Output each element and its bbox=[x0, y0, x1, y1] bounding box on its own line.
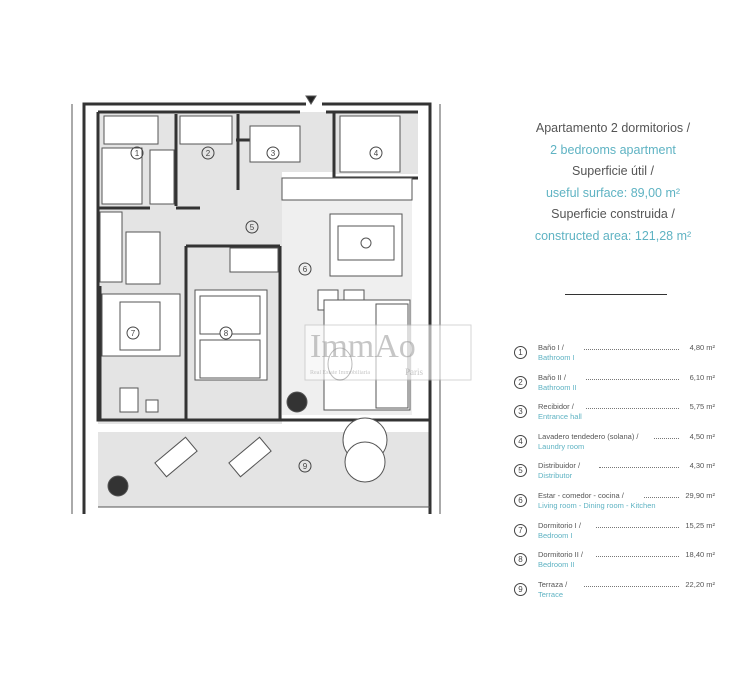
room-label-9: 9 bbox=[298, 459, 312, 473]
legend-area: 6,10 m² bbox=[689, 372, 715, 382]
legend-row: 6 Estar - comedor - cocina / 29,90 m² Livin… bbox=[514, 491, 719, 521]
legend-row: 9 Terraza / 22,20 m² Terrace bbox=[514, 580, 719, 610]
legend-row: 8 Dormitorio II / 18,40 m² Bedroom II bbox=[514, 550, 719, 580]
legend-number: 2 bbox=[514, 375, 527, 389]
room-label-8: 8 bbox=[219, 326, 233, 340]
legend-row: 5 Distribuidor / 4,30 m² Distributor bbox=[514, 461, 719, 491]
divider bbox=[565, 294, 667, 295]
title-type-es: Apartamento 2 dormitorios / bbox=[535, 121, 691, 135]
leader-dots bbox=[584, 585, 679, 587]
svg-text:1: 1 bbox=[135, 149, 140, 158]
legend-name-es: Dormitorio II / bbox=[538, 550, 584, 560]
leader-dots bbox=[586, 378, 679, 380]
leader-dots bbox=[596, 556, 679, 558]
legend-number: 5 bbox=[514, 464, 527, 478]
legend-name-es: Baño II / bbox=[538, 372, 566, 382]
useful-surface-value: useful surface: 89,00 m² bbox=[545, 185, 681, 200]
constructed-area-label-es: Superficie construida / bbox=[551, 207, 675, 221]
watermark-logo: ImmAo Real Estate Immobiliaria Paris bbox=[304, 324, 472, 381]
watermark-sub: Real Estate Immobiliaria bbox=[310, 370, 370, 376]
legend-name-en: Bathroom I bbox=[538, 353, 575, 362]
leader-dots bbox=[599, 467, 679, 469]
leader-dots bbox=[584, 349, 679, 350]
entrance-arrow-icon bbox=[305, 95, 317, 105]
legend-number: 3 bbox=[514, 405, 527, 419]
legend-name-es: Terraza / bbox=[538, 579, 568, 589]
legend-number: 6 bbox=[514, 493, 527, 507]
svg-text:3: 3 bbox=[271, 149, 276, 158]
svg-text:7: 7 bbox=[131, 329, 136, 338]
legend-name-en: Terrace bbox=[538, 589, 564, 599]
legend-name-es: Baño I / bbox=[538, 343, 564, 352]
room-label-2: 2 bbox=[201, 146, 215, 160]
watermark-city: Paris bbox=[405, 367, 423, 377]
legend-area: 5,75 m² bbox=[689, 402, 715, 412]
legend-name-es: Distribuidor / bbox=[538, 461, 581, 471]
room-label-6: 6 bbox=[298, 262, 312, 276]
leader-dots bbox=[644, 496, 679, 498]
legend-name-en: Bathroom II bbox=[538, 382, 577, 392]
svg-text:6: 6 bbox=[303, 265, 308, 274]
svg-text:2: 2 bbox=[206, 149, 211, 158]
legend-name-en: Distributor bbox=[538, 471, 573, 481]
legend-name-en: Laundry room bbox=[538, 441, 585, 451]
room-legend: 1 Baño I / 4,80 m² Bathroom I 2 Baño II / 6,1… bbox=[514, 343, 719, 609]
leader-dots bbox=[586, 408, 679, 410]
legend-row: 2 Baño II / 6,10 m² Bathroom II bbox=[514, 373, 719, 403]
legend-name-es: Recibidor / bbox=[538, 402, 574, 412]
legend-area: 18,40 m² bbox=[685, 550, 715, 560]
room-label-1: 1 bbox=[130, 146, 144, 160]
useful-surface-label-es: Superficie útil / bbox=[572, 164, 654, 178]
legend-number: 1 bbox=[514, 346, 527, 359]
legend-name-en: Living room - Dining room - Kitchen bbox=[538, 500, 656, 510]
legend-area: 4,50 m² bbox=[689, 431, 715, 441]
apartment-title: Apartamento 2 dormitorios / 2 bedrooms a… bbox=[500, 118, 726, 247]
leader-dots bbox=[596, 526, 679, 528]
legend-name-en: Entrance hall bbox=[538, 412, 582, 422]
legend-name-es: Dormitorio I / bbox=[538, 520, 581, 530]
svg-text:9: 9 bbox=[303, 462, 308, 471]
room-label-7: 7 bbox=[126, 326, 140, 340]
legend-name-es: Estar - comedor - cocina / bbox=[538, 490, 624, 500]
legend-row: 4 Lavadero tendedero (solana) / 4,50 m² Lau… bbox=[514, 432, 719, 462]
legend-number: 7 bbox=[514, 523, 527, 537]
room-label-5: 5 bbox=[245, 220, 259, 234]
legend-number: 9 bbox=[514, 582, 527, 596]
legend-row: 3 Recibidor / 5,75 m² Entrance hall bbox=[514, 402, 719, 432]
walls bbox=[82, 102, 432, 514]
constructed-area-value: constructed area: 121,28 m² bbox=[534, 228, 692, 243]
legend-area: 4,30 m² bbox=[689, 461, 715, 471]
legend-area: 22,20 m² bbox=[685, 579, 715, 589]
legend-row: 7 Dormitorio I / 15,25 m² Bedroom I bbox=[514, 521, 719, 551]
legend-area: 29,90 m² bbox=[685, 490, 715, 500]
title-type-en: 2 bedrooms apartment bbox=[550, 142, 676, 157]
legend-name-en: Bedroom I bbox=[538, 530, 573, 540]
room-labels: 1 2 3 4 5 6 7 8 9 bbox=[126, 146, 383, 473]
legend-name-en: Bedroom II bbox=[538, 560, 575, 570]
room-label-3: 3 bbox=[266, 146, 280, 160]
leader-dots bbox=[654, 437, 679, 439]
svg-text:4: 4 bbox=[374, 149, 379, 158]
svg-text:8: 8 bbox=[224, 329, 229, 338]
svg-text:5: 5 bbox=[250, 223, 255, 232]
legend-area: 4,80 m² bbox=[689, 343, 715, 352]
legend-number: 4 bbox=[514, 434, 527, 448]
legend-number: 8 bbox=[514, 553, 527, 567]
legend-row: 1 Baño I / 4,80 m² Bathroom I bbox=[514, 343, 719, 373]
room-label-4: 4 bbox=[369, 146, 383, 160]
legend-name-es: Lavadero tendedero (solana) / bbox=[538, 431, 639, 441]
outer-lines bbox=[71, 95, 441, 514]
legend-area: 15,25 m² bbox=[685, 520, 715, 530]
watermark-brand: ImmAo bbox=[310, 328, 416, 365]
